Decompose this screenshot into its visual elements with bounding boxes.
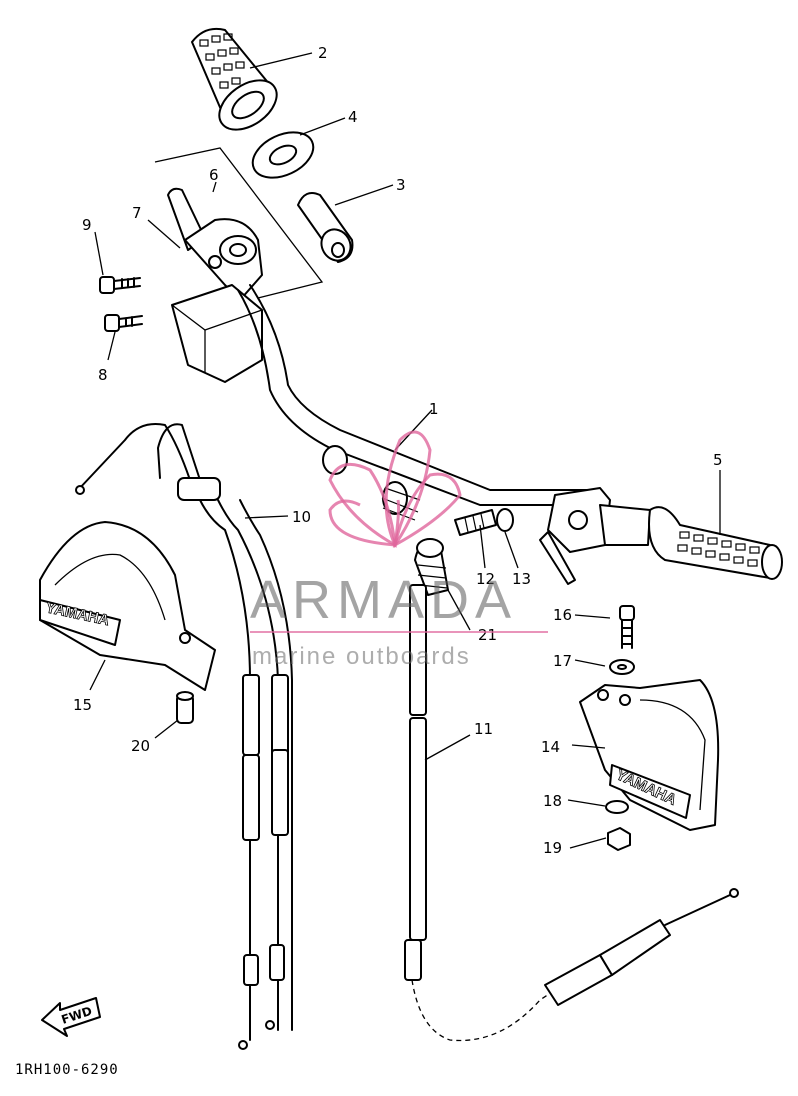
part-8-screw bbox=[104, 314, 143, 332]
part-12-adjuster bbox=[454, 509, 497, 536]
label-part-14: 14 bbox=[541, 738, 560, 756]
label-part-2: 2 bbox=[318, 44, 328, 62]
label-part-1: 1 bbox=[429, 400, 439, 418]
part-number-labels: 1 2 3 4 5 6 7 8 9 10 11 12 13 14 15 16 1… bbox=[73, 44, 723, 857]
part-13-locknut bbox=[496, 508, 514, 532]
label-part-20: 20 bbox=[131, 737, 150, 755]
watermark: ARMADA marine outboards bbox=[250, 430, 548, 670]
label-part-9: 9 bbox=[82, 216, 92, 234]
label-part-6: 6 bbox=[209, 166, 219, 184]
label-part-12: 12 bbox=[476, 570, 495, 588]
part-11-clutch-cable bbox=[404, 584, 739, 1042]
part-5-grip bbox=[648, 506, 783, 580]
part-4-collar bbox=[251, 131, 315, 179]
part-17-washer bbox=[609, 659, 635, 675]
label-part-13: 13 bbox=[512, 570, 531, 588]
label-part-17: 17 bbox=[553, 652, 572, 670]
watermark-subtitle: marine outboards bbox=[252, 643, 471, 670]
part-2-grip bbox=[191, 27, 278, 131]
part-19-nut bbox=[607, 827, 631, 851]
label-part-8: 8 bbox=[98, 366, 108, 384]
part-9-screw bbox=[99, 276, 141, 294]
watermark-logo bbox=[328, 430, 462, 549]
label-part-4: 4 bbox=[348, 108, 358, 126]
label-part-21: 21 bbox=[478, 626, 497, 644]
part-18-washer bbox=[605, 800, 629, 814]
drawing-code: 1RH100-6290 bbox=[15, 1062, 119, 1078]
part-14-hand-guard: YAMAHA bbox=[579, 679, 720, 831]
label-part-11: 11 bbox=[474, 720, 493, 738]
part-20-collar bbox=[176, 691, 194, 724]
leader-lines bbox=[89, 52, 721, 849]
part-6-throttle-housing bbox=[167, 187, 263, 301]
label-part-7: 7 bbox=[132, 204, 142, 222]
left-switch-box bbox=[171, 284, 263, 383]
forward-arrow: FWD bbox=[41, 997, 101, 1037]
label-part-18: 18 bbox=[543, 792, 562, 810]
label-part-3: 3 bbox=[396, 176, 406, 194]
label-part-19: 19 bbox=[543, 839, 562, 857]
part-15-hand-guard: YAMAHA bbox=[39, 521, 216, 691]
watermark-title: ARMADA bbox=[250, 570, 517, 630]
part-21-boot bbox=[414, 538, 449, 596]
part-3-throttle-tube bbox=[297, 192, 354, 263]
label-part-16: 16 bbox=[553, 606, 572, 624]
label-part-5: 5 bbox=[713, 451, 723, 469]
part-10-throttle-cables bbox=[75, 423, 293, 1050]
part-1-handlebar bbox=[237, 284, 601, 521]
assembly-bracket-outline bbox=[154, 147, 324, 299]
label-part-10: 10 bbox=[292, 508, 311, 526]
part-16-bolt bbox=[619, 605, 635, 649]
label-part-15: 15 bbox=[73, 696, 92, 714]
right-lever-assembly bbox=[539, 487, 651, 585]
